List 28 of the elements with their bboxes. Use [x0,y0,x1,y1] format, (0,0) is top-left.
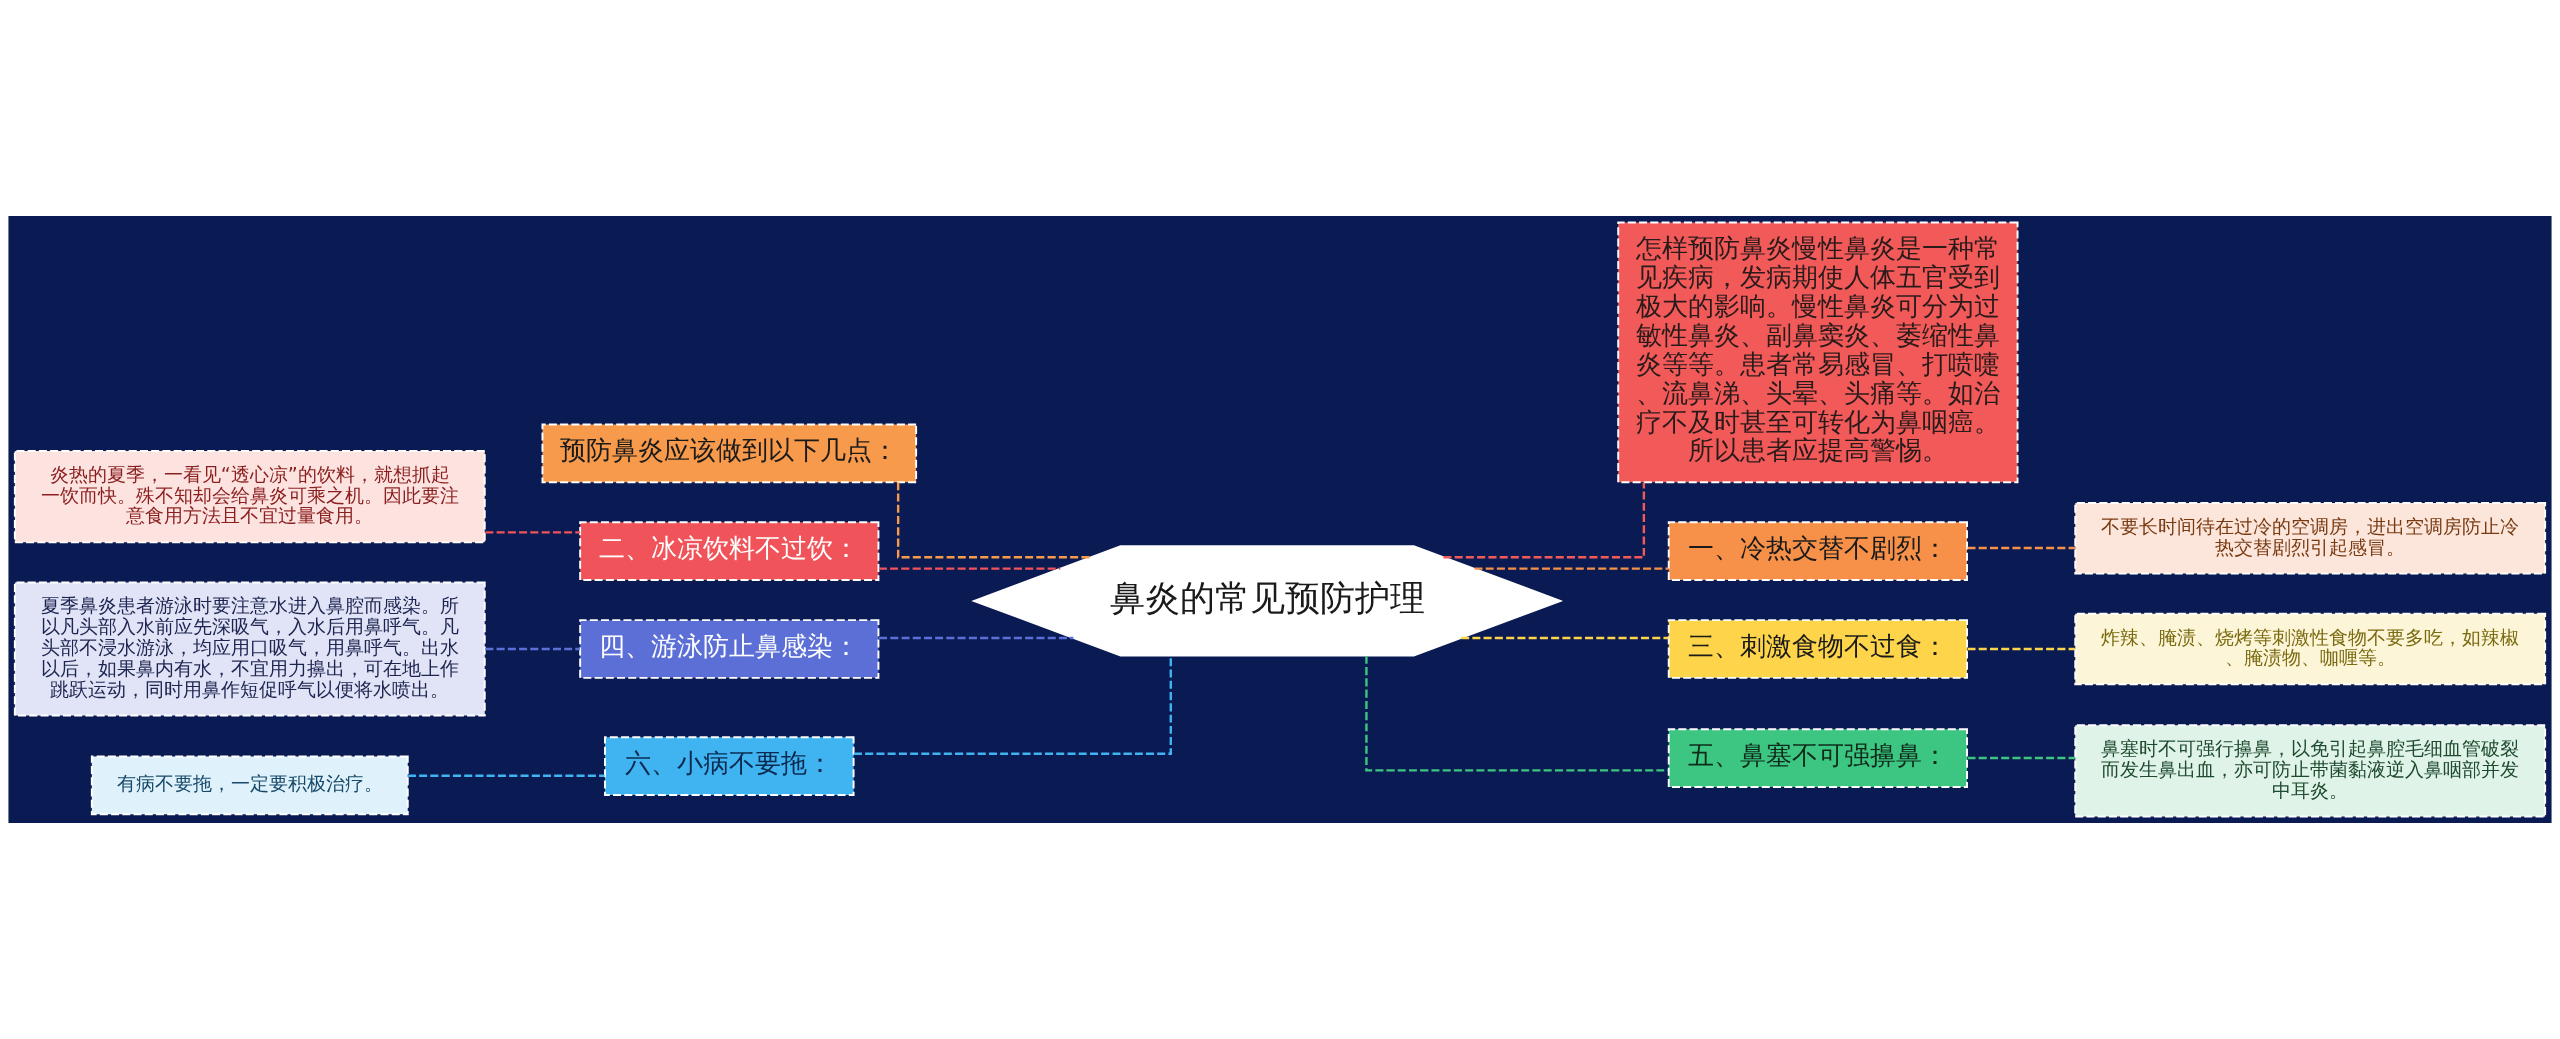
connector [1365,655,1669,772]
node-box: 二、冰凉饮料不过饮： [579,521,880,581]
node-box: 炸辣、腌渍、烧烤等刺激性食物不要多吃，如辣椒、腌渍物、咖喱等。 [2074,612,2547,686]
connector [1967,647,2075,651]
node-box: 炎热的夏季，一看见“透心凉”的饮料，就想抓起一饮而快。殊不知却会给鼻炎可乘之机。因此要注意食用方法且不宜过量食用。 [13,450,486,544]
connector [485,531,580,534]
node-box: 三、刺激食物不过食： [1667,619,1968,679]
node-box: 五、鼻塞不可强擤鼻： [1667,728,1968,788]
connector [879,567,1061,570]
node-box: 鼻塞时不可强行擤鼻，以免引起鼻腔毛细血管破裂而发生鼻出血，亦可防止带菌黏液逆入鼻咽部并发中耳炎。 [2074,724,2547,818]
node-box: 预防鼻炎应该做到以下几点： [541,423,918,484]
connector [1443,482,1646,559]
connector [1474,567,1669,570]
node-box: 有病不要拖，一定要积极治疗。 [90,755,409,816]
connector [408,774,605,777]
connector [1967,756,2075,760]
connector [1967,546,2075,550]
node-box: 怎样预防鼻炎慢性鼻炎是一种常见疾病，发病期使人体五官受到极大的影响。慢性鼻炎可分为过敏性鼻炎、副鼻窦炎、萎缩性鼻炎等等。患者常易感冒、打喷嚏、流鼻涕、头晕、头痛等。如治疗不及时甚至可转化为鼻咽癌。所以患者应提高警惕。 [1617,221,2019,484]
connector [879,636,1074,640]
connector [854,655,1172,755]
node-box: 六、小病不要拖： [604,736,855,796]
node-box: 不要长时间待在过冷的空调房，进出空调房防止冷热交替剧烈引起感冒。 [2074,502,2547,575]
node-box: 夏季鼻炎患者游泳时要注意水进入鼻腔而感染。所以凡头部入水前应先深吸气，入水后用鼻呼气。凡头部不浸水游泳，均应用口吸气，用鼻呼气。出水以后，如果鼻内有水，不宜用力擤出，可在地上作跳跃运动，同时用鼻作短促呼气以便将水喷出。 [13,581,486,717]
connector [485,647,580,651]
connector [896,482,1091,559]
connector [1461,636,1669,640]
node-box: 四、游泳防止鼻感染： [579,619,880,679]
node-box: 一、冷热交替不剧烈： [1667,521,1968,581]
